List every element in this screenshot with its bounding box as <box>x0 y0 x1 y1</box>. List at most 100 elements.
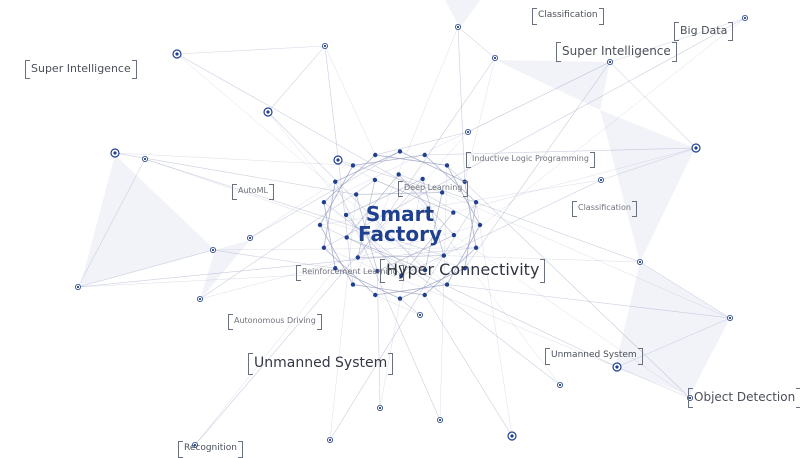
long-edge <box>77 249 214 288</box>
ring-node <box>473 245 479 250</box>
outer-node <box>196 295 203 302</box>
spoke-edge <box>399 298 421 316</box>
spoke-edge <box>77 270 378 288</box>
spoke-edge <box>324 45 354 285</box>
spoke-edge <box>267 111 402 276</box>
spoke-edge <box>329 194 357 441</box>
spoke-edge <box>401 179 602 276</box>
ring-edge <box>446 224 481 285</box>
ring-edge <box>346 237 426 271</box>
ring-node <box>451 210 456 215</box>
long-edge <box>616 317 731 368</box>
spoke-edge <box>379 178 423 409</box>
ring-edge <box>398 174 455 236</box>
spoke-edge <box>323 202 561 386</box>
spoke-edge <box>453 147 697 213</box>
outer-node <box>691 143 701 153</box>
ring-node <box>473 200 479 205</box>
ring-node <box>422 292 427 298</box>
long-edge <box>176 45 326 55</box>
tag-classification-top: Classification <box>532 8 604 25</box>
long-edge <box>77 158 146 288</box>
tag-unmanned-system-right: Unmanned System <box>545 348 643 365</box>
outer-node <box>598 176 605 183</box>
outer-node <box>333 155 343 165</box>
spoke-edge <box>398 174 561 386</box>
ring-edge <box>335 267 401 299</box>
spoke-edge <box>335 181 441 421</box>
ring-edge <box>345 178 423 216</box>
ring-edge <box>345 214 402 276</box>
spoke-edge <box>249 181 336 239</box>
tag-recognition: Recognition <box>178 441 243 458</box>
tag-reinforcement-learning: Reinforcement Learning <box>296 265 404 281</box>
spoke-edge <box>442 192 731 319</box>
spoke-edge <box>212 249 336 269</box>
long-edge <box>639 261 731 319</box>
ring-edge <box>464 202 477 269</box>
ring-edge <box>352 284 425 296</box>
ring-edge <box>374 179 454 213</box>
spoke-edge <box>199 224 481 300</box>
outer-node <box>491 55 498 62</box>
triangle-fill-3 <box>600 110 695 262</box>
ring-node <box>375 268 380 274</box>
ring-edge <box>323 181 336 248</box>
spoke-edge <box>114 152 357 195</box>
triangle-fill-4 <box>615 262 730 368</box>
spoke-edge <box>176 53 481 226</box>
ring-edge <box>422 178 445 256</box>
ring-edge <box>323 154 376 203</box>
tag-object-detection: Object Detection <box>688 388 800 408</box>
outer-node <box>507 431 517 441</box>
ring-edge <box>356 192 443 195</box>
ring-node <box>344 235 349 240</box>
spoke-edge <box>323 17 746 249</box>
center-title-line-1: Smart <box>365 202 435 226</box>
tag-super-intelligence-left: Super Intelligence <box>25 60 137 79</box>
ring-edge <box>355 194 378 272</box>
ring-node <box>451 232 457 238</box>
ring-node <box>373 292 378 298</box>
ring-node <box>321 200 327 205</box>
ring-edge <box>319 165 354 226</box>
ring-node <box>397 296 403 301</box>
ring-edge <box>357 179 376 258</box>
spoke-edge <box>319 224 618 368</box>
spoke-edge <box>114 152 353 166</box>
ring-node <box>399 273 404 278</box>
ring-edge <box>424 192 443 271</box>
ring-edge <box>323 247 376 296</box>
spoke-edge <box>324 45 376 156</box>
outer-node <box>612 362 622 372</box>
ring-edge <box>446 165 481 226</box>
ring-node <box>439 190 445 195</box>
spoke-edge <box>199 179 376 300</box>
spoke-edge <box>352 26 459 285</box>
ring-node <box>396 172 401 177</box>
outer-node <box>742 14 749 21</box>
outer-node <box>607 59 614 66</box>
outer-node <box>454 23 461 30</box>
ring-node <box>373 152 378 158</box>
ring-node <box>372 177 378 183</box>
spoke-edge <box>144 158 444 256</box>
outer-node <box>727 314 734 321</box>
ring-node <box>317 222 323 228</box>
long-edge <box>267 45 326 113</box>
spoke-edge <box>194 268 336 446</box>
ring-edge <box>424 154 477 203</box>
tag-unmanned-system-left: Unmanned System <box>248 353 394 375</box>
spoke-edge <box>249 151 401 239</box>
outer-node <box>75 283 82 290</box>
spoke-edge <box>77 247 477 288</box>
outer-node <box>191 441 198 448</box>
spoke-edge <box>176 53 448 285</box>
tag-deep-learning: Deep Learning <box>398 181 469 197</box>
spoke-edge <box>323 247 618 368</box>
ring-edge <box>335 151 401 183</box>
spoke-edge <box>457 26 466 182</box>
ring-node <box>420 176 425 182</box>
long-edge <box>600 147 697 181</box>
ring-node <box>333 266 338 271</box>
